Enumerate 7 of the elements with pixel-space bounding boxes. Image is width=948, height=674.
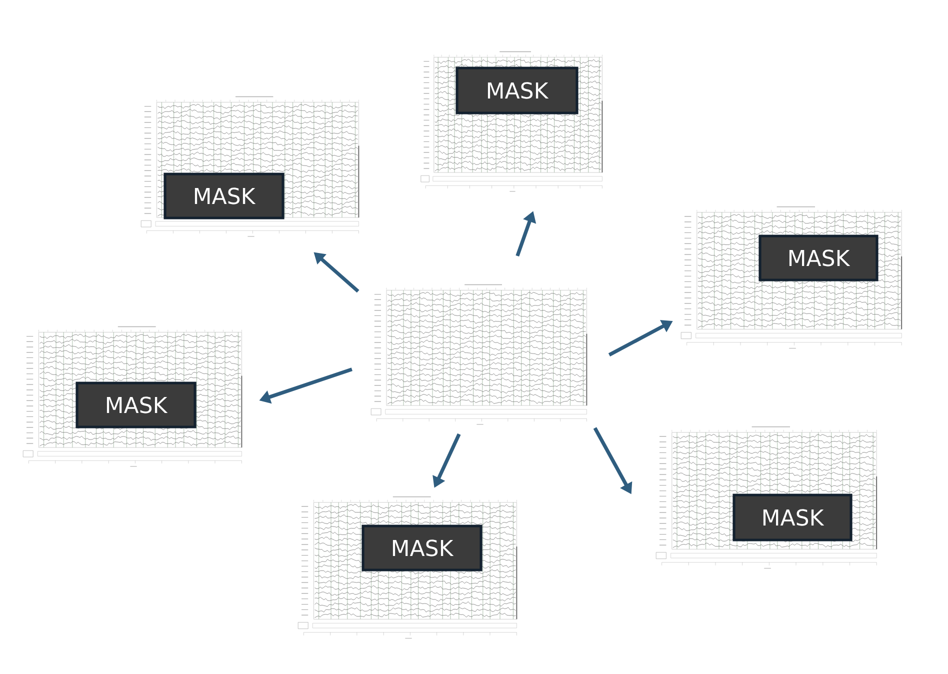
label-box: MASK — [76, 382, 196, 428]
eeg-plot — [370, 284, 588, 425]
label-box: MASK — [732, 494, 852, 542]
label-box: MASK — [456, 66, 578, 114]
label-box: MASK — [164, 172, 284, 220]
label-box: MASK — [362, 524, 482, 572]
label-box: MASK — [758, 234, 878, 282]
